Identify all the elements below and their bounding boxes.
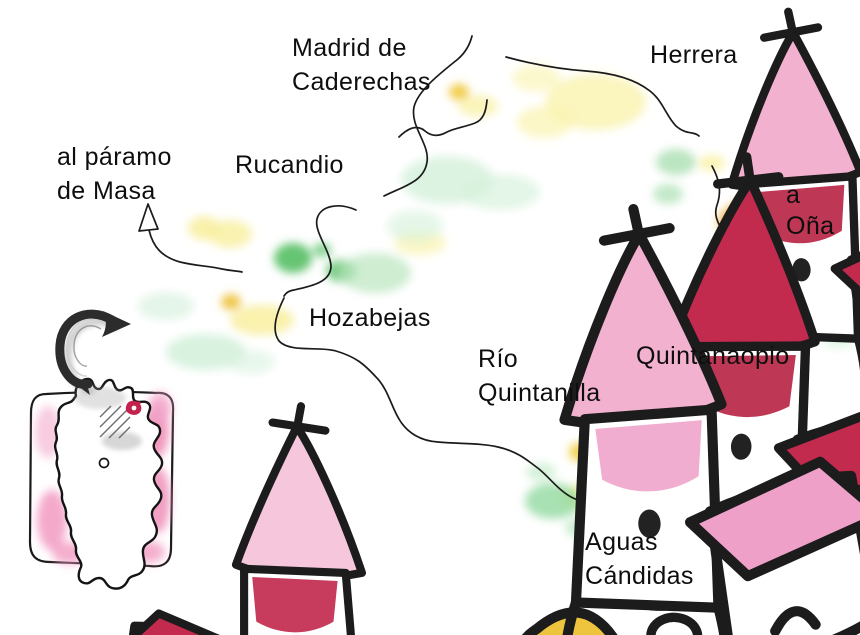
hatched-area-marker — [99, 405, 131, 439]
label-herrera: Herrera — [650, 41, 738, 69]
small-circle-marker — [98, 457, 110, 469]
label-rucandio: Rucandio — [235, 151, 344, 179]
red-spot-marker — [125, 400, 142, 415]
road-rucandio-madrid — [383, 35, 473, 197]
label-rio-quintanilla: Río Quintanilla — [478, 345, 601, 407]
arrow-up-icon — [138, 203, 159, 232]
swirl-pointer-icon — [55, 309, 131, 395]
road-paramo — [148, 229, 243, 273]
road-rucandio-hozabejas — [283, 205, 357, 297]
road-madrid-herrera — [505, 56, 700, 137]
road-under-madrid — [398, 99, 488, 138]
label-quintanaopio: Quintanaopio — [636, 342, 790, 370]
label-al-paramo-de-masa: al páramo de Masa — [57, 143, 172, 205]
province-inset-map — [28, 309, 175, 590]
label-madrid-de-caderechas: Madrid de Caderechas — [292, 34, 431, 96]
province-outline — [53, 377, 164, 590]
label-aguas-candidas: Aguas Cándidas — [585, 528, 694, 590]
label-hozabejas: Hozabejas — [309, 304, 431, 332]
label-a-ona: a Oña — [786, 181, 835, 240]
